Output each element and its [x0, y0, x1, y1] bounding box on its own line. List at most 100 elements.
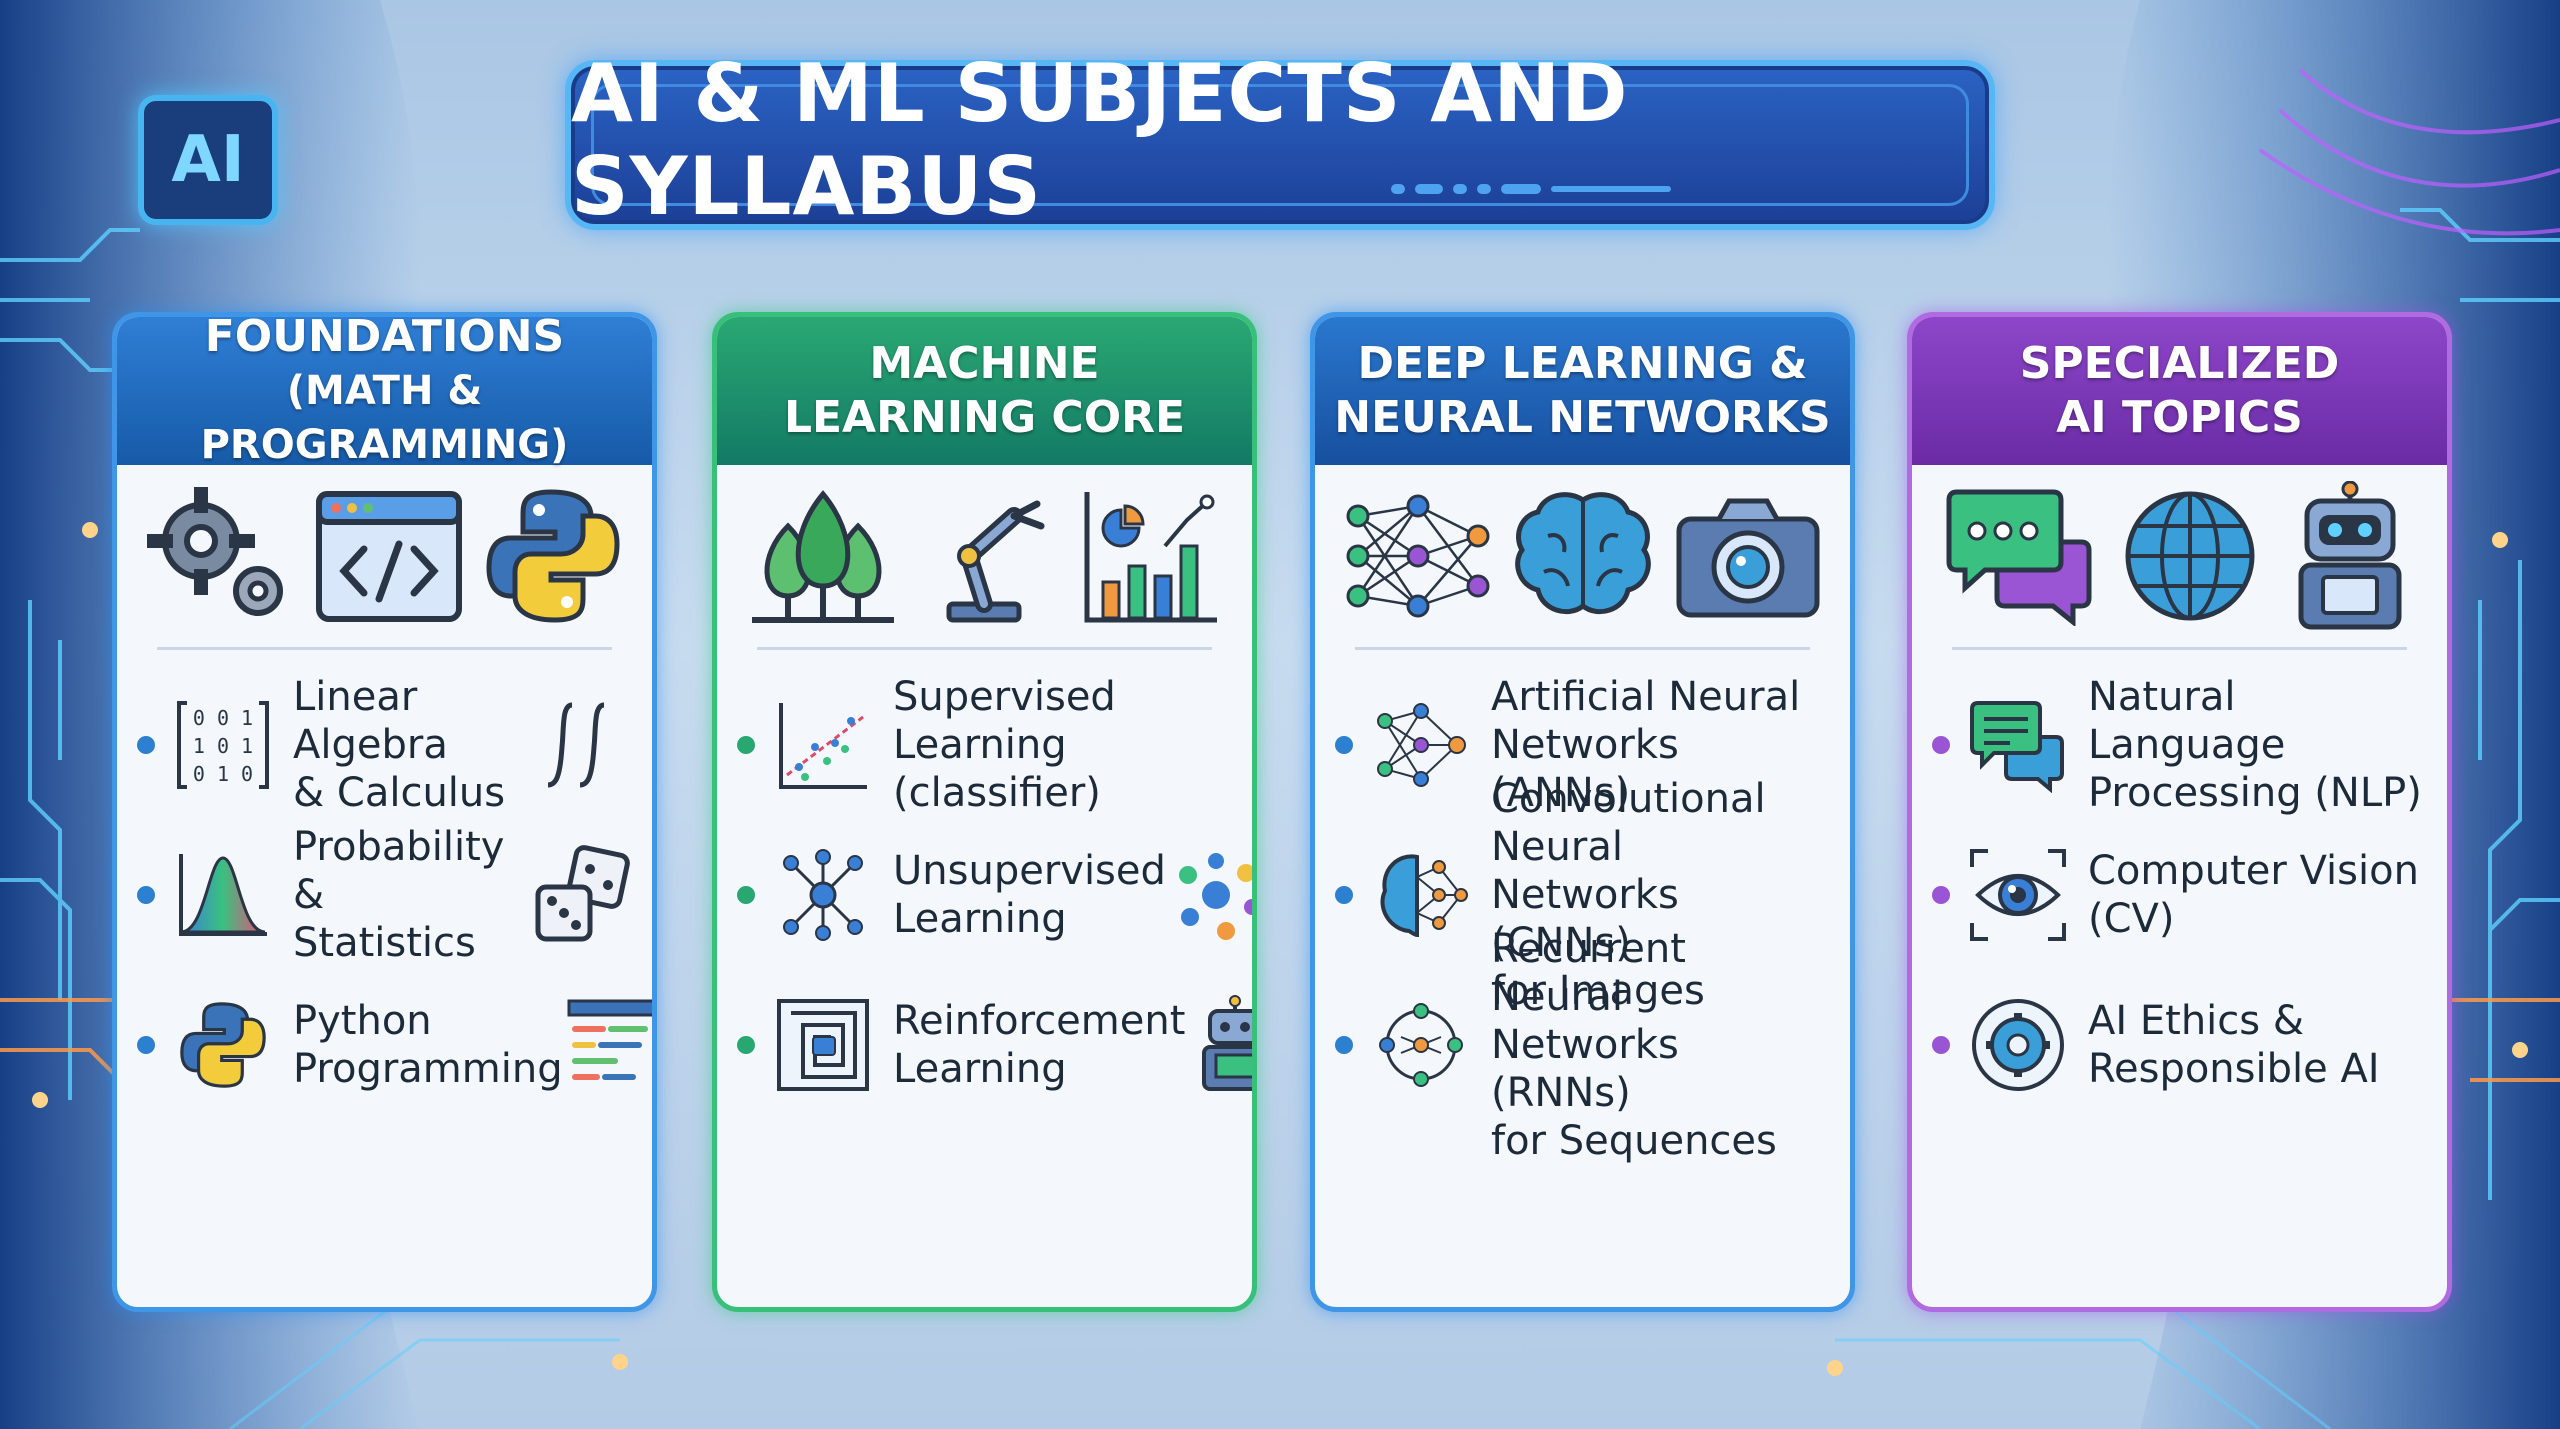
robot-icon	[1185, 995, 1252, 1095]
bullet-dot	[137, 886, 155, 904]
item-label: Artificial Neural Networks (ANNs)	[1491, 674, 1801, 816]
topic-list: Artificial Neural Networks (ANNs) Convol…	[1315, 650, 1850, 1164]
brain-network-icon	[1371, 845, 1471, 945]
bullet-dot	[737, 886, 755, 904]
item-label: Natural Language Processing (NLP)	[2088, 674, 2422, 816]
list-item: AI Ethics & Responsible AI	[1932, 970, 2427, 1120]
card-header: MACHINE LEARNING CORE	[717, 317, 1252, 465]
ethics-gear-icon	[1968, 995, 2068, 1095]
code-window-icon	[316, 490, 463, 622]
item-label: Python Programming	[293, 998, 563, 1092]
robot-arm-icon	[946, 500, 1045, 623]
code-lines-icon	[563, 995, 652, 1095]
scatter-plot-icon	[773, 695, 873, 795]
bell-curve-icon	[173, 845, 273, 945]
list-item: Recurrent Neural Networks (RNNs) for Seq…	[1335, 926, 1830, 1164]
list-item: Convolutional Neural Networks (CNNs) for…	[1335, 776, 1830, 1014]
eye-icon	[1968, 845, 2068, 945]
divider	[757, 647, 1212, 650]
chat-icon	[1968, 695, 2068, 795]
card-header: DEEP LEARNING & NEURAL NETWORKS	[1315, 317, 1850, 465]
card-header: FOUNDATIONS (MATH & PROGRAMMING)	[117, 317, 652, 468]
list-item: Probability & Statistics	[137, 820, 632, 970]
item-label: Linear Algebra & Calculus	[293, 674, 506, 816]
bullet-dot	[1335, 1036, 1353, 1054]
list-item: Computer Vision (CV)	[1932, 820, 2427, 970]
bullet-dot	[137, 736, 155, 754]
card-subheading: NEURAL NETWORKS	[1334, 392, 1831, 443]
svg-text:0 0 1: 0 0 1	[193, 706, 253, 730]
title-decoration	[1391, 184, 1671, 194]
list-item: Reinforcement Learning	[737, 970, 1252, 1120]
bullet-dot	[1335, 736, 1353, 754]
list-item: 0 0 1 1 0 1 0 1 0 Linear Algebra & Calcu…	[137, 670, 632, 820]
list-item: Supervised Learning (classifier)	[737, 670, 1232, 820]
card-subheading: LEARNING CORE	[783, 392, 1186, 443]
header-icon-row	[117, 465, 652, 647]
topic-list: 0 0 1 1 0 1 0 1 0 Linear Algebra & Calcu…	[117, 650, 652, 1120]
item-label: Supervised Learning (classifier)	[893, 674, 1116, 816]
camera-icon	[1676, 498, 1819, 618]
dot-cluster-icon	[1166, 845, 1252, 945]
topic-list: Natural Language Processing (NLP) Comput…	[1912, 650, 2447, 1120]
card-subheading: AI TOPICS	[2056, 392, 2303, 443]
ai-chip-label: AI	[171, 123, 245, 197]
recurrent-icon	[1371, 995, 1471, 1095]
svg-text:0 1 0: 0 1 0	[193, 762, 253, 786]
item-label: AI Ethics & Responsible AI	[2088, 998, 2380, 1092]
robot-icon	[2298, 481, 2401, 630]
header-icon-row	[1315, 465, 1850, 647]
neural-network-icon	[1346, 494, 1489, 618]
item-label: Computer Vision (CV)	[2088, 848, 2419, 942]
chat-bubbles-icon	[1946, 489, 2091, 626]
bullet-dot	[1932, 1036, 1950, 1054]
item-label: Recurrent Neural Networks (RNNs) for Seq…	[1491, 926, 1777, 1164]
header-icon-row	[1912, 465, 2447, 647]
gears-icon	[147, 487, 284, 616]
python-logo-icon	[173, 995, 273, 1095]
bar-chart-icon	[1084, 492, 1218, 623]
ml-core-card: MACHINE LEARNING CORE	[712, 312, 1257, 1312]
card-subheading: (MATH & PROGRAMMING)	[200, 368, 569, 468]
item-label: Convolutional Neural Networks (CNNs) for…	[1491, 776, 1766, 1014]
dice-icon	[532, 845, 632, 945]
bullet-dot	[137, 1036, 155, 1054]
card-heading: FOUNDATIONS	[204, 312, 565, 362]
item-label: Unsupervised Learning	[893, 848, 1166, 942]
divider	[157, 647, 612, 650]
deep-learning-card: DEEP LEARNING & NEURAL NETWORKS	[1310, 312, 1855, 1312]
list-item: Artificial Neural Networks (ANNs)	[1335, 670, 1830, 820]
python-logo-icon	[486, 489, 620, 623]
page-title: AI & ML SUBJECTS AND SYLLABUS	[571, 47, 1629, 233]
network-icon	[1371, 695, 1471, 795]
maze-icon	[773, 995, 873, 1095]
integral-icon	[532, 695, 632, 795]
cluster-network-icon	[773, 845, 873, 945]
specialized-card: SPECIALIZED AI TOPICS	[1907, 312, 2452, 1312]
brain-icon	[1514, 492, 1651, 615]
divider	[1952, 647, 2407, 650]
bullet-dot	[737, 736, 755, 754]
card-heading: SPECIALIZED	[2019, 338, 2340, 389]
topic-list: Supervised Learning (classifier) Unsuper…	[717, 650, 1252, 1120]
svg-text:1 0 1: 1 0 1	[193, 734, 253, 758]
card-heading: MACHINE	[869, 338, 1100, 389]
list-item: Natural Language Processing (NLP)	[1932, 670, 2427, 820]
list-item: Unsupervised Learning	[737, 820, 1252, 970]
title-banner: AI & ML SUBJECTS AND SYLLABUS	[565, 47, 1995, 233]
item-label: Probability & Statistics	[293, 824, 505, 966]
item-label: Reinforcement Learning	[893, 998, 1186, 1092]
card-heading: DEEP LEARNING &	[1357, 338, 1808, 389]
list-item: Python Programming	[137, 970, 652, 1120]
header-icon-row	[717, 465, 1252, 647]
bullet-dot	[1932, 736, 1950, 754]
globe-icon	[2125, 491, 2254, 621]
matrix-icon: 0 0 1 1 0 1 0 1 0	[173, 695, 273, 795]
card-header: SPECIALIZED AI TOPICS	[1912, 317, 2447, 465]
bullet-dot	[737, 1036, 755, 1054]
divider	[1355, 647, 1810, 650]
bullet-dot	[1932, 886, 1950, 904]
bullet-dot	[1335, 886, 1353, 904]
ai-chip-badge: AI	[138, 95, 278, 225]
trees-icon	[751, 490, 894, 623]
